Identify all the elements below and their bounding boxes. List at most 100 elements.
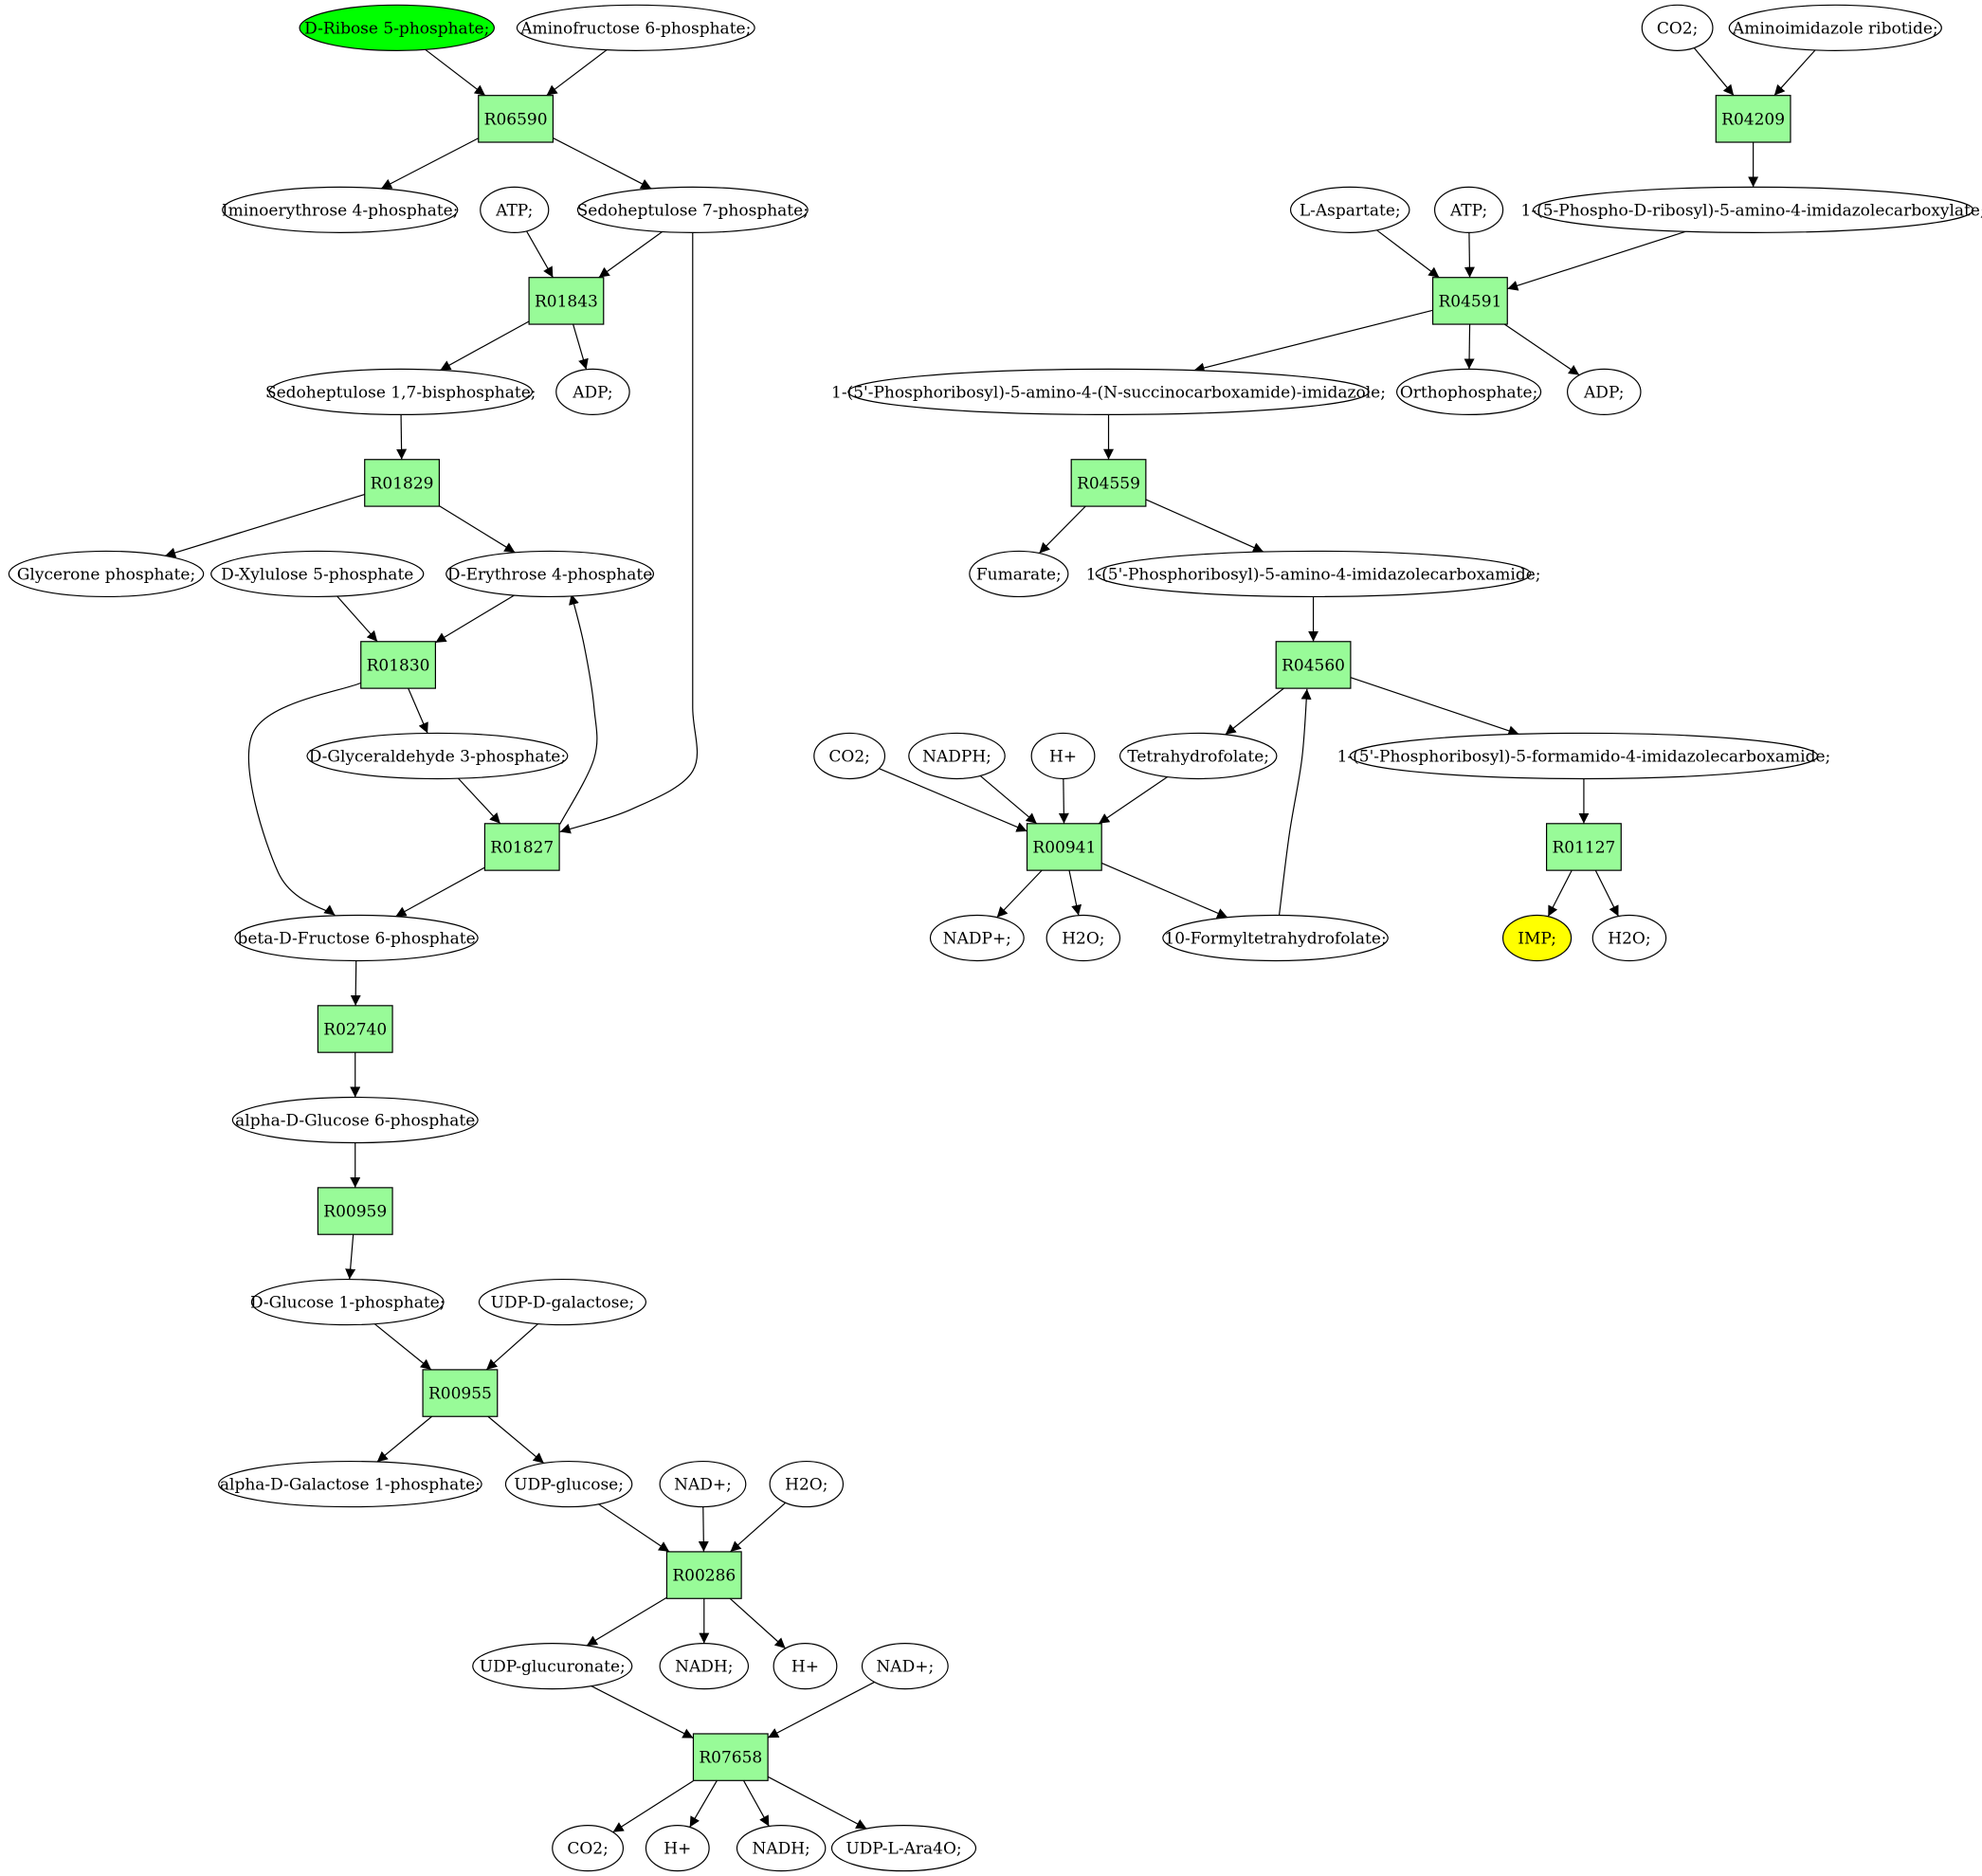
metabolite-node-m_ribose5p[interactable]: D-Ribose 5-phosphate; — [299, 4, 496, 51]
metabolite-label: Sedoheptulose 7-phosphate; — [577, 201, 809, 220]
edge-m_glucose1p-to-R00955 — [373, 1323, 432, 1371]
metabolite-node-m_udpgalactose[interactable]: UDP-D-galactose; — [478, 1278, 647, 1326]
metabolite-node-m_co2_a[interactable]: CO2; — [1641, 4, 1714, 51]
metabolite-node-m_adp2[interactable]: ADP; — [1566, 368, 1642, 416]
metabolite-node-m_aminofructose6p[interactable]: Aminofructose 6-phosphate; — [516, 4, 755, 51]
metabolite-ellipse — [576, 186, 809, 233]
edge-R07658-to-m_co2_b — [612, 1779, 695, 1833]
reaction-node-R01827[interactable]: R01827 — [483, 823, 560, 871]
metabolite-node-m_udpglucuronate[interactable]: UDP-glucuronate; — [472, 1643, 633, 1690]
metabolite-node-m_galactose1p[interactable]: alpha-D-Galactose 1-phosphate; — [218, 1460, 482, 1508]
metabolite-ellipse — [645, 1825, 710, 1872]
edge-m_ribose5p-to-R06590 — [425, 48, 486, 97]
metabolite-label: ADP; — [572, 383, 612, 402]
metabolite-node-m_aspartate[interactable]: L-Aspartate; — [1289, 186, 1410, 233]
metabolite-ellipse — [480, 186, 550, 233]
metabolite-ellipse — [908, 732, 1006, 780]
metabolite-node-m_h2o1[interactable]: H2O; — [769, 1460, 845, 1508]
metabolite-node-m_imp[interactable]: IMP; — [1501, 914, 1573, 962]
metabolite-node-m_nadp_plus1[interactable]: NAD+; — [659, 1460, 747, 1508]
edge-R01843-to-m_adp1 — [573, 323, 589, 370]
metabolite-node-m_hplus1[interactable]: H+ — [773, 1643, 838, 1690]
metabolite-ellipse — [769, 1460, 845, 1508]
reaction-node-R00941[interactable]: R00941 — [1026, 823, 1102, 871]
metabolite-node-m_thf[interactable]: Tetrahydrofolate; — [1118, 732, 1278, 780]
metabolite-node-m_formylthf[interactable]: 10-Formyltetrahydrofolate; — [1162, 914, 1389, 962]
reaction-node-R04591[interactable]: R04591 — [1431, 277, 1508, 325]
metabolite-node-m_atp1[interactable]: ATP; — [480, 186, 550, 233]
reaction-node-R00286[interactable]: R00286 — [665, 1551, 742, 1599]
reaction-node-R01843[interactable]: R01843 — [528, 277, 605, 325]
metabolite-node-m_co2_c[interactable]: CO2; — [813, 732, 886, 780]
metabolite-node-m_nadp_plus[interactable]: NADP+; — [929, 914, 1025, 962]
metabolite-node-m_saicar[interactable]: 1-(5'-Phosphoribosyl)-5-amino-4-(N-succi… — [831, 368, 1386, 416]
reaction-box — [1070, 459, 1147, 507]
metabolite-label: CO2; — [828, 747, 870, 766]
reaction-label: R01827 — [490, 838, 554, 857]
metabolite-node-m_nadph[interactable]: NADPH; — [908, 732, 1006, 780]
metabolite-node-m_cair[interactable]: 1-(5-Phospho-D-ribosyl)-5-amino-4-imidaz… — [1521, 186, 1982, 233]
metabolite-node-m_erythrose4p[interactable]: D-Erythrose 4-phosphate — [445, 550, 655, 598]
metabolite-node-m_glyceraldehyde3p[interactable]: D-Glyceraldehyde 3-phosphate; — [306, 732, 569, 780]
reaction-node-R04560[interactable]: R04560 — [1275, 641, 1352, 689]
reaction-box — [483, 823, 560, 871]
reaction-box — [1026, 823, 1102, 871]
reaction-node-R07658[interactable]: R07658 — [692, 1733, 769, 1781]
reaction-box — [317, 1187, 393, 1235]
reaction-node-R02740[interactable]: R02740 — [317, 1005, 393, 1053]
metabolite-node-m_hplus3[interactable]: H+ — [1030, 732, 1096, 780]
reaction-node-R00959[interactable]: R00959 — [317, 1187, 393, 1235]
reaction-box — [1545, 823, 1622, 871]
metabolite-node-m_faicar[interactable]: 1-(5'-Phosphoribosyl)-5-formamido-4-imid… — [1337, 732, 1831, 780]
metabolite-node-m_co2_b[interactable]: CO2; — [552, 1825, 625, 1872]
metabolite-node-m_glucose1p[interactable]: D-Glucose 1-phosphate; — [250, 1278, 445, 1326]
reaction-node-R04559[interactable]: R04559 — [1070, 459, 1147, 507]
metabolite-node-m_nadh2[interactable]: NADH; — [736, 1825, 827, 1872]
reaction-node-R01830[interactable]: R01830 — [360, 641, 437, 689]
metabolite-node-m_nadh1[interactable]: NADH; — [659, 1643, 750, 1690]
edge-R06590-to-m_iminoerythrose4p — [380, 137, 480, 190]
reaction-node-R00955[interactable]: R00955 — [422, 1369, 499, 1417]
metabolite-node-m_fumarate[interactable]: Fumarate; — [969, 550, 1069, 598]
reaction-box — [360, 641, 437, 689]
metabolite-ellipse — [929, 914, 1025, 962]
metabolite-node-m_glyceronep[interactable]: Glycerone phosphate; — [8, 550, 205, 598]
metabolite-label: alpha-D-Glucose 6-phosphate — [235, 1112, 475, 1131]
reaction-node-R01829[interactable]: R01829 — [364, 459, 441, 507]
metabolite-node-m_atp2[interactable]: ATP; — [1433, 186, 1504, 233]
edge-m_h2o1-to-R00286 — [730, 1502, 787, 1553]
metabolite-ellipse — [231, 1096, 479, 1144]
metabolite-node-m_h2o2[interactable]: H2O; — [1046, 914, 1121, 962]
reaction-node-R06590[interactable]: R06590 — [478, 95, 555, 143]
reaction-node-R01127[interactable]: R01127 — [1545, 823, 1622, 871]
metabolite-node-m_hplus2[interactable]: H+ — [645, 1825, 710, 1872]
metabolite-node-m_aicar[interactable]: 1-(5'-Phosphoribosyl)-5-amino-4-imidazol… — [1086, 550, 1541, 598]
edge-m_sedoheptulose7p-to-R01843 — [598, 231, 663, 279]
reaction-box — [692, 1733, 769, 1781]
edge-m_nadp_plus1-to-R00286 — [698, 1506, 709, 1552]
metabolite-node-m_sedoheptulose17bp[interactable]: Sedoheptulose 1,7-bisphosphate; — [265, 368, 536, 416]
metabolite-node-m_fructose6p[interactable]: beta-D-Fructose 6-phosphate — [234, 914, 479, 962]
metabolite-ellipse — [1641, 4, 1714, 51]
metabolite-node-m_adp1[interactable]: ADP; — [555, 368, 630, 416]
metabolite-node-m_xylulose5p[interactable]: D-Xylulose 5-phosphate — [210, 550, 425, 598]
metabolite-label: NAD+; — [674, 1476, 732, 1495]
metabolite-node-m_udpglucose[interactable]: UDP-glucose; — [504, 1460, 633, 1508]
metabolite-node-m_orthophosphate[interactable]: Orthophosphate; — [1395, 368, 1542, 416]
metabolite-label: H2O; — [1062, 929, 1104, 948]
metabolite-node-m_h2o3[interactable]: H2O; — [1591, 914, 1667, 962]
metabolite-ellipse — [8, 550, 205, 598]
metabolite-node-m_sedoheptulose7p[interactable]: Sedoheptulose 7-phosphate; — [576, 186, 809, 233]
metabolite-label: NADP+; — [943, 929, 1011, 948]
metabolite-ellipse — [234, 914, 479, 962]
metabolite-ellipse — [504, 1460, 633, 1508]
edge-m_nadph-to-R00941 — [979, 774, 1038, 825]
edges-layer — [164, 47, 1816, 1833]
metabolite-node-m_air[interactable]: Aminoimidazole ribotide; — [1728, 4, 1942, 51]
metabolite-node-m_glucose6p[interactable]: alpha-D-Glucose 6-phosphate — [231, 1096, 479, 1144]
reaction-node-R04209[interactable]: R04209 — [1715, 95, 1791, 143]
metabolite-node-m_nad2[interactable]: NAD+; — [861, 1643, 949, 1690]
metabolite-node-m_iminoerythrose4p[interactable]: Iminoerythrose 4-phosphate; — [222, 186, 459, 233]
metabolite-node-m_udpara4o[interactable]: UDP-L-Ara4O; — [830, 1825, 977, 1872]
